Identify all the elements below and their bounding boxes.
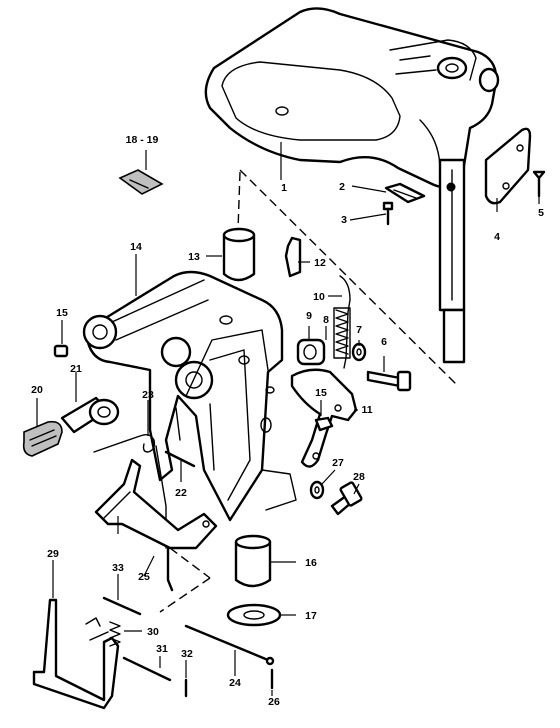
leader-lines [36, 142, 540, 696]
coil-spring-part [333, 307, 351, 359]
bolt-part-6 [366, 370, 412, 392]
bushing-upper-part [222, 227, 256, 282]
stopper-bracket-part [94, 458, 218, 592]
spring-part-30 [109, 621, 121, 647]
callout-7: 7 [356, 324, 362, 336]
pedal-arm-part [60, 396, 120, 434]
callout-23: 23 [142, 389, 154, 401]
callout-26: 26 [268, 696, 280, 708]
callout-17: 17 [305, 610, 317, 622]
callout-5: 5 [538, 207, 544, 219]
callout-6: 6 [381, 336, 387, 348]
clip-part [284, 236, 302, 278]
rod-part-24 [184, 624, 275, 666]
bushing-lower-part [234, 534, 272, 588]
callout-21: 21 [70, 363, 82, 375]
rod-part-22 [164, 450, 196, 468]
assembly-lines [159, 169, 458, 613]
lower-bracket-part [32, 598, 120, 710]
callout-29: 29 [47, 548, 59, 560]
callout-15-right: 15 [315, 387, 327, 399]
bushing-small-part [296, 338, 326, 366]
side-plate-part [484, 127, 532, 205]
callout-24: 24 [229, 677, 241, 689]
callout-8: 8 [323, 314, 329, 326]
clamp-bracket-part [82, 270, 297, 522]
callout-13: 13 [188, 251, 200, 263]
callout-30: 30 [147, 626, 159, 638]
nut-part-right [314, 416, 334, 432]
swivel-bracket-part [204, 7, 500, 364]
callout-3: 3 [341, 214, 347, 226]
washer-part-27 [309, 480, 325, 500]
callout-2: 2 [339, 181, 345, 193]
callout-11: 11 [361, 404, 372, 416]
pin-part-33 [102, 596, 142, 616]
callout-labels: 1 2 3 4 5 6 7 8 9 10 11 12 13 14 18 - 19… [31, 134, 544, 708]
spring-wire-part [339, 275, 351, 369]
callout-28: 28 [353, 471, 365, 483]
washer-part-7 [351, 342, 367, 362]
label-plate-part [118, 169, 164, 195]
callout-16: 16 [305, 557, 317, 569]
nut-part-left [53, 344, 69, 358]
pin-part-31 [122, 656, 172, 682]
callout-31: 31 [156, 643, 168, 655]
bolt-part-28 [330, 481, 363, 516]
callout-1: 1 [281, 182, 287, 194]
callout-18-19: 18 - 19 [126, 134, 159, 146]
callout-9: 9 [306, 310, 312, 322]
callout-20: 20 [31, 384, 43, 396]
pedal-part [22, 420, 63, 457]
callout-12: 12 [314, 257, 326, 269]
screw-part [382, 201, 394, 226]
callout-22: 22 [175, 487, 187, 499]
callout-33: 33 [112, 562, 124, 574]
callout-15-left: 15 [56, 307, 68, 319]
callout-14: 14 [130, 241, 142, 253]
callout-4: 4 [494, 231, 500, 243]
plate-part [384, 182, 426, 204]
callout-27: 27 [332, 457, 344, 469]
callout-10: 10 [313, 291, 325, 303]
washer-part-17 [226, 603, 282, 627]
callout-32: 32 [181, 648, 193, 660]
callout-25: 25 [138, 571, 150, 583]
